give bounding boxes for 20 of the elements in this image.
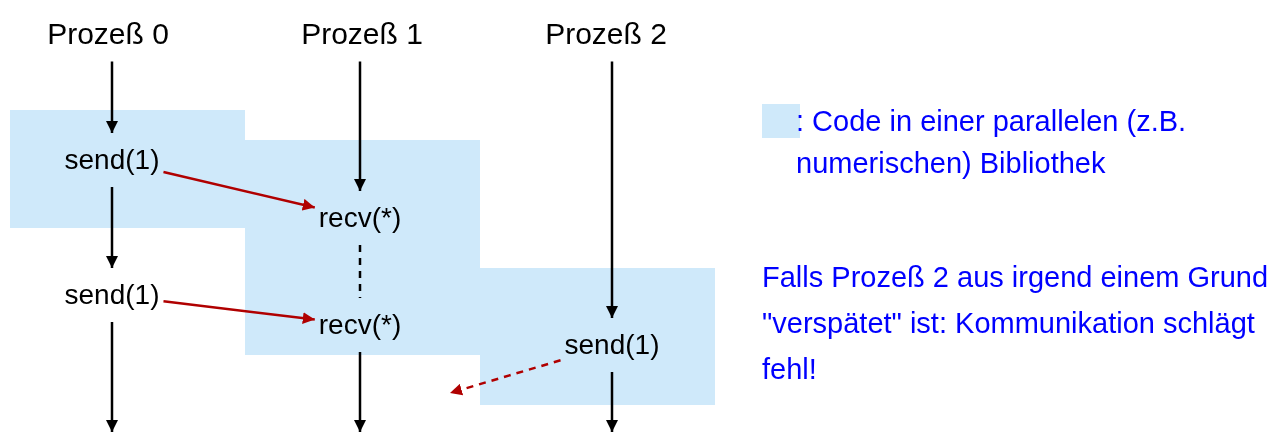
arrow [354, 352, 366, 432]
arrow [163, 300, 315, 325]
arrow [163, 170, 316, 211]
legend-text: : Code in einer parallelen (z.B. numerischen) Bibliothek [796, 104, 1188, 181]
arrow [606, 372, 618, 432]
function-call: send(1) [64, 139, 160, 181]
note-text: Falls Prozeß 2 aus irgend einem Grund "verspätet" ist: Kommunikation schlägt fehl! [762, 260, 1270, 387]
arrow [354, 61, 366, 191]
arrow [449, 359, 561, 396]
function-call: send(1) [564, 324, 660, 366]
function-call: recv(*) [318, 197, 402, 239]
process-heading: Prozeß 2 [545, 10, 667, 56]
arrow [106, 187, 118, 268]
process-heading: Prozeß 1 [301, 10, 423, 56]
arrow [106, 61, 118, 133]
function-call: recv(*) [318, 304, 402, 346]
function-call: send(1) [64, 274, 160, 316]
arrow [606, 61, 618, 318]
arrow [106, 322, 118, 432]
process-heading: Prozeß 0 [47, 10, 169, 56]
